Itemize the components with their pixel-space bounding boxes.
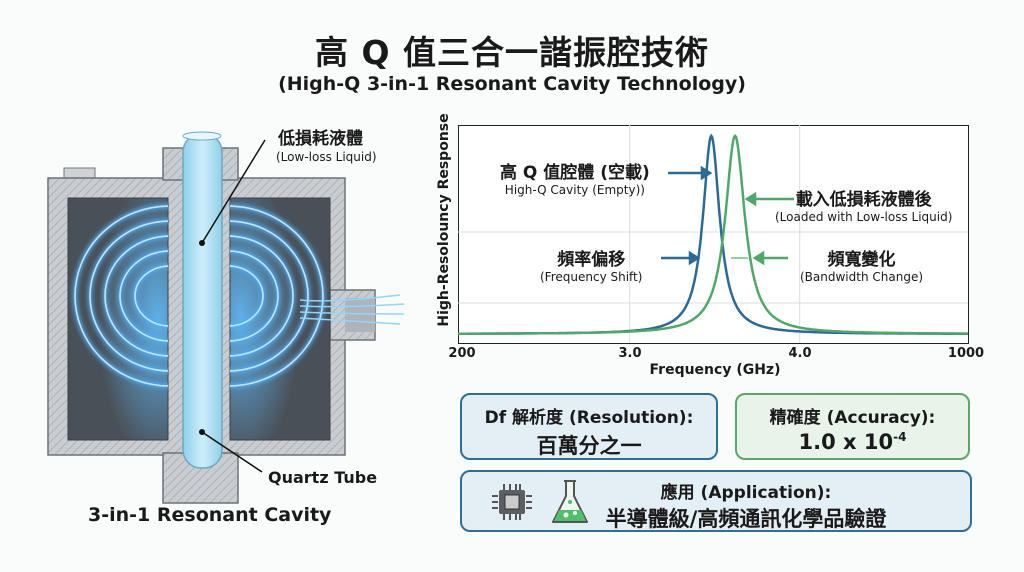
annotation-shift-en: (Frequency Shift) xyxy=(540,270,643,284)
chart-y-label: High-Resolouncy Response xyxy=(436,113,452,327)
application-value: 半導體級/高頻通訊化學品驗證 xyxy=(605,507,887,531)
page-title: 高 Q 值三合一諧振腔技術 xyxy=(314,33,710,72)
annotation-shift-zh: 頻率偏移 xyxy=(557,250,626,270)
x-tick-label: 200 xyxy=(448,346,476,361)
annotation-loaded-en: (Loaded with Low-loss Liquid) xyxy=(775,210,953,224)
resonant-cavity-diagram xyxy=(47,131,405,504)
annotation-loaded-zh: 載入低損耗液體後 xyxy=(795,190,932,210)
flask-icon xyxy=(552,480,588,523)
loaded-cavity-curve xyxy=(458,133,968,335)
page-subtitle: (High-Q 3-in-1 Resonant Cavity Technolog… xyxy=(278,73,746,95)
accuracy-value: 1.0 x 10-4 xyxy=(737,430,968,454)
diagram-caption: 3-in-1 Resonant Cavity xyxy=(88,504,332,526)
x-tick-label: 4.0 xyxy=(788,346,812,361)
annotation-empty-en: High-Q Cavity (Empty)) xyxy=(504,183,645,197)
liquid-label-en: (Low-loss Liquid) xyxy=(276,150,377,164)
application-box: 應用 (Application): 半導體級/高頻通訊化學品驗證 xyxy=(460,470,972,532)
accuracy-box: 精確度 (Accuracy): 1.0 x 10-4 xyxy=(735,393,970,460)
chip-icon xyxy=(492,484,532,520)
application-label: 應用 (Application): xyxy=(660,483,832,503)
chart-x-label: Frequency (GHz) xyxy=(649,362,781,378)
accuracy-value-exponent: -4 xyxy=(893,430,907,444)
annotation-shift: 頻率偏移 (Frequency Shift) xyxy=(540,245,642,284)
plot-area xyxy=(458,125,969,344)
quartz-tube-label: Quartz Tube xyxy=(268,468,378,487)
resolution-label: Df 解析度 (Resolution): xyxy=(484,408,694,428)
x-tick-label: 3.0 xyxy=(618,346,642,361)
annotation-bandwidth-en: (Bandwidth Change) xyxy=(800,270,924,284)
accuracy-label: 精確度 (Accuracy): xyxy=(769,408,936,428)
annotation-empty: 高 Q 值腔體 (空載) High-Q Cavity (Empty)) xyxy=(500,158,650,197)
annotation-bandwidth-zh: 頻寬變化 xyxy=(827,250,896,270)
annotation-loaded: 載入低損耗液體後 (Loaded with Low-loss Liquid) xyxy=(775,185,952,224)
resonance-chart xyxy=(458,125,969,344)
accuracy-value-base: 1.0 x 10 xyxy=(798,430,894,454)
annotation-empty-zh: 高 Q 值腔體 (空載) xyxy=(500,163,650,183)
resolution-value: 百萬分之一 xyxy=(536,434,642,458)
liquid-label-zh: 低損耗液體 xyxy=(278,129,363,149)
annotation-bandwidth: 頻寬變化 (Bandwidth Change) xyxy=(800,245,923,284)
resolution-box: Df 解析度 (Resolution): 百萬分之一 xyxy=(460,393,718,460)
x-tick-label: 1000 xyxy=(947,346,985,361)
